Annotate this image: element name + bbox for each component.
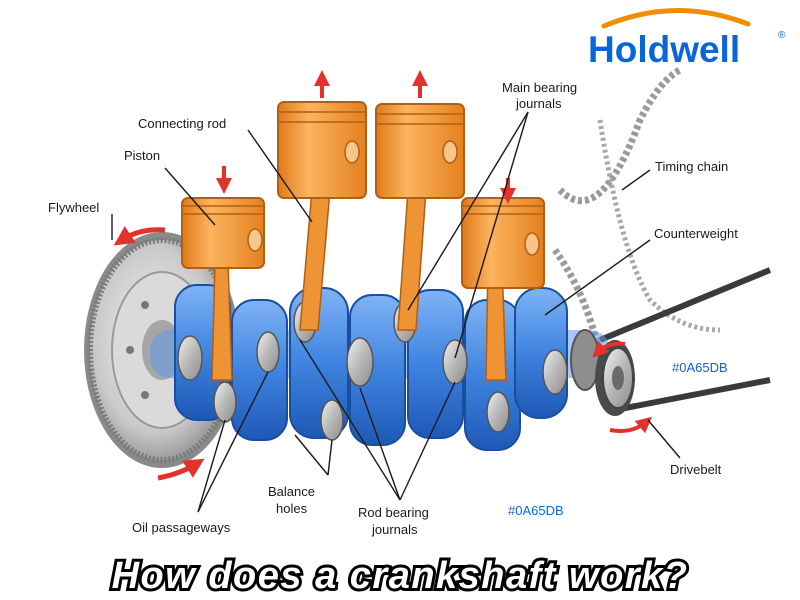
journal-8 bbox=[442, 339, 468, 385]
journal-3 bbox=[256, 331, 280, 373]
journal-1 bbox=[177, 335, 203, 381]
crank-web-2 bbox=[231, 299, 288, 441]
label-balance-holes-line2: holes bbox=[276, 501, 308, 516]
piston-assembly-1 bbox=[181, 197, 265, 381]
drivebelt bbox=[598, 267, 772, 413]
holdwell-logo: Holdwell ® bbox=[588, 8, 786, 70]
pulley-rotation-arrow-top bbox=[592, 340, 626, 358]
piston-assembly-2 bbox=[277, 101, 367, 331]
label-connecting-rod: Connecting rod bbox=[138, 116, 226, 131]
label-main-bearing-journals-line2: journals bbox=[515, 96, 562, 111]
label-oil-passageways: Oil passageways bbox=[132, 520, 231, 535]
label-rod-bearing-journals-line1: Rod bearing bbox=[358, 505, 429, 520]
timing-sprocket bbox=[570, 329, 600, 391]
logo-registered-mark: ® bbox=[778, 30, 786, 41]
label-main-bearing-journals-line1: Main bearing bbox=[502, 80, 577, 95]
label-flywheel: Flywheel bbox=[48, 200, 99, 215]
pulley-rotation-arrow-bottom bbox=[609, 416, 653, 434]
journal-10 bbox=[542, 349, 568, 395]
piston-assembly-3 bbox=[375, 103, 465, 331]
leader-lines bbox=[111, 111, 681, 513]
journal-5 bbox=[320, 399, 344, 441]
label-drivebelt: Drivebelt bbox=[670, 462, 722, 477]
label-rod-bearing-journals-line2: journals bbox=[371, 522, 418, 537]
label-timing-chain: Timing chain bbox=[655, 159, 728, 174]
drive-pulley bbox=[595, 340, 635, 416]
logo-arc bbox=[601, 8, 751, 29]
journal-6 bbox=[346, 337, 374, 387]
label-hex-right: #0A65DB bbox=[672, 360, 728, 375]
label-counterweight: Counterweight bbox=[654, 226, 738, 241]
label-piston: Piston bbox=[124, 148, 160, 163]
label-hex-bottom: #0A65DB bbox=[508, 503, 564, 518]
timing-chain bbox=[552, 66, 721, 361]
logo-wordmark: Holdwell bbox=[588, 29, 740, 70]
headline: How does a crankshaft work? bbox=[112, 555, 689, 597]
label-balance-holes-line1: Balance bbox=[268, 484, 315, 499]
flywheel-rotation-arrow-top bbox=[113, 226, 166, 246]
flywheel-rotation-arrow-bottom bbox=[157, 458, 205, 481]
journal-9 bbox=[486, 391, 510, 433]
journal-2 bbox=[213, 381, 237, 423]
